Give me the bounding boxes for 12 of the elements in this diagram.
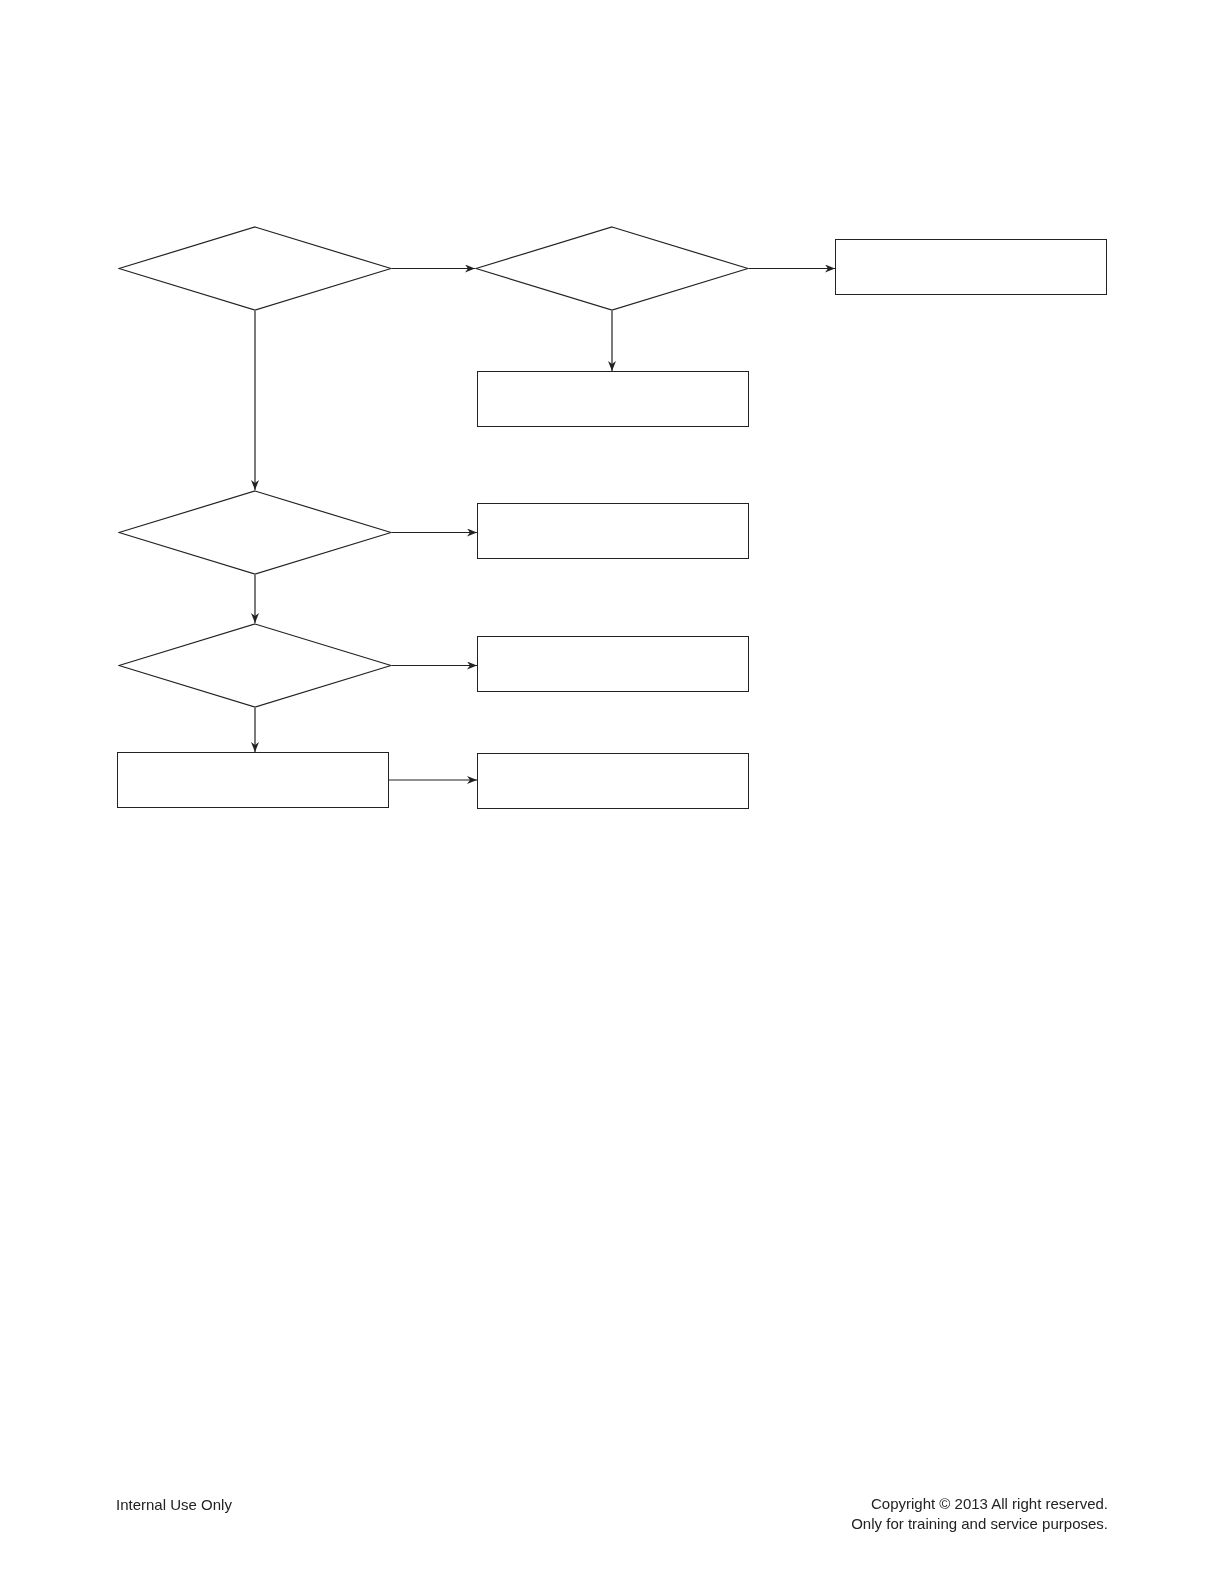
arrow <box>608 310 616 372</box>
arrow <box>391 661 478 670</box>
footer-note: Only for training and service purposes. <box>851 1514 1108 1534</box>
arrow <box>251 574 259 624</box>
arrow <box>748 264 836 273</box>
footer-note: Internal Use Only <box>116 1495 232 1515</box>
arrow <box>251 707 259 753</box>
arrow <box>251 310 259 491</box>
footer-note: Copyright © 2013 All right reserved. <box>871 1494 1108 1514</box>
arrow <box>391 528 478 537</box>
arrow <box>391 264 476 273</box>
arrow <box>388 776 478 784</box>
